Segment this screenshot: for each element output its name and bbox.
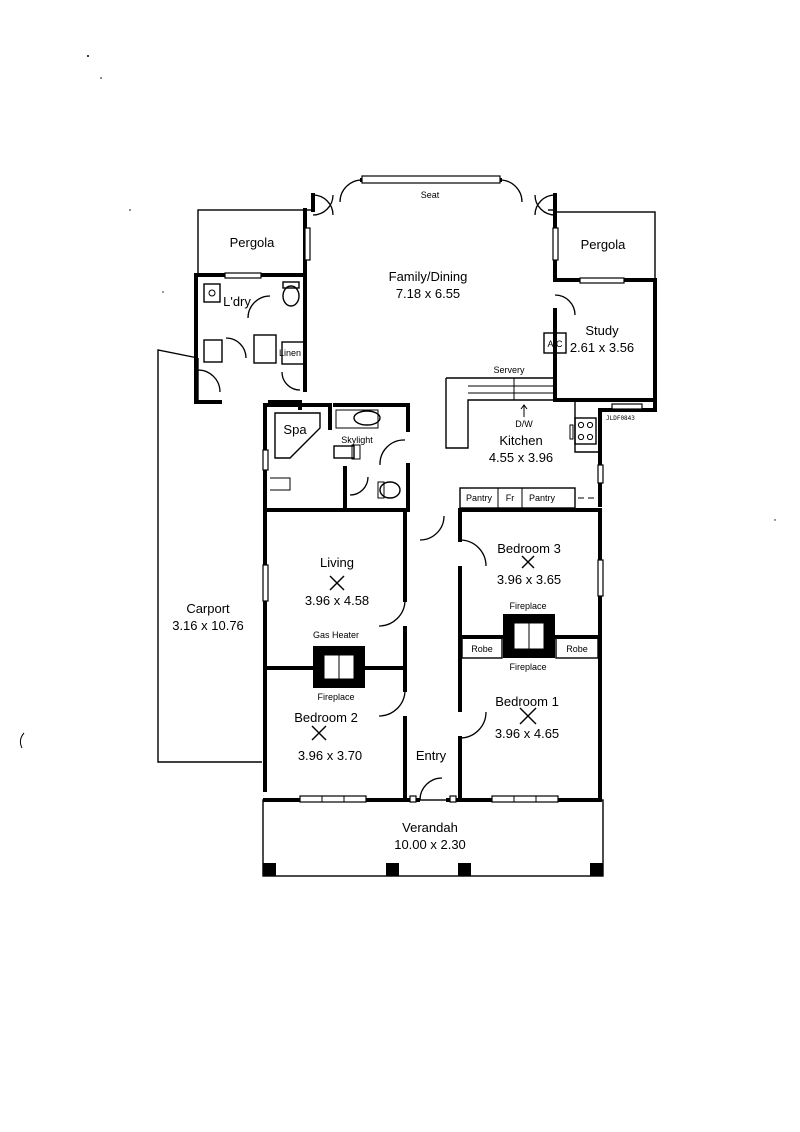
verandah-posts xyxy=(263,863,603,876)
robes xyxy=(461,637,599,659)
ceiling-fan-icon xyxy=(311,725,327,741)
label-kitchen: Kitchen xyxy=(499,433,542,448)
label-bedroom1: Bedroom 1 xyxy=(495,694,559,709)
fireplaces xyxy=(313,614,555,688)
label-living: Living xyxy=(320,555,354,570)
label-carport: Carport xyxy=(186,601,230,616)
label-robe-right: Robe xyxy=(566,644,588,654)
dim-bedroom2: 3.96 x 3.70 xyxy=(298,748,362,763)
label-gas-heater: Gas Heater xyxy=(313,630,359,640)
dim-living: 3.96 x 4.58 xyxy=(305,593,369,608)
dim-study: 2.61 x 3.56 xyxy=(570,340,634,355)
plan-code: JLDF0843 xyxy=(606,415,635,422)
label-family-dining: Family/Dining xyxy=(389,269,468,284)
windows xyxy=(224,175,643,803)
label-seat: Seat xyxy=(421,190,440,200)
dim-verandah: 10.00 x 2.30 xyxy=(394,837,466,852)
label-pergola-left: Pergola xyxy=(230,235,276,250)
label-pantry-left: Pantry xyxy=(466,493,493,503)
dim-family-dining: 7.18 x 6.55 xyxy=(396,286,460,301)
label-verandah: Verandah xyxy=(402,820,458,835)
dim-carport: 3.16 x 10.76 xyxy=(172,618,244,633)
label-robe-left: Robe xyxy=(471,644,493,654)
label-servery: Servery xyxy=(493,365,525,375)
ceiling-fan-icons xyxy=(311,555,537,741)
label-linen: Linen xyxy=(279,348,301,358)
label-ac: A/C xyxy=(547,339,563,349)
scan-specks xyxy=(19,55,776,749)
label-skylight: Skylight xyxy=(341,435,373,445)
ceiling-fan-icon xyxy=(519,707,537,725)
label-laundry: L'dry xyxy=(223,294,251,309)
label-entry: Entry xyxy=(416,748,447,763)
ceiling-fan-icon xyxy=(521,555,535,569)
dim-bedroom3: 3.96 x 3.65 xyxy=(497,572,561,587)
dim-kitchen: 4.55 x 3.96 xyxy=(489,450,553,465)
dim-bedroom1: 3.96 x 4.65 xyxy=(495,726,559,741)
label-fridge: Fr xyxy=(506,493,515,503)
room-labels: Seat Pergola Pergola Family/Dining 7.18 … xyxy=(172,190,635,852)
label-dw: D/W xyxy=(515,419,533,429)
label-study: Study xyxy=(585,323,619,338)
ceiling-fan-icon xyxy=(329,575,345,591)
label-fireplace-upper: Fireplace xyxy=(509,601,546,611)
label-bedroom2: Bedroom 2 xyxy=(294,710,358,725)
outline-lines xyxy=(157,209,656,877)
label-fireplace-lower: Fireplace xyxy=(509,662,546,672)
label-spa: Spa xyxy=(283,422,307,437)
label-bedroom3: Bedroom 3 xyxy=(497,541,561,556)
door-swings xyxy=(197,179,576,801)
label-pantry-right: Pantry xyxy=(529,493,556,503)
label-fireplace-left: Fireplace xyxy=(317,692,354,702)
label-pergola-right: Pergola xyxy=(581,237,627,252)
